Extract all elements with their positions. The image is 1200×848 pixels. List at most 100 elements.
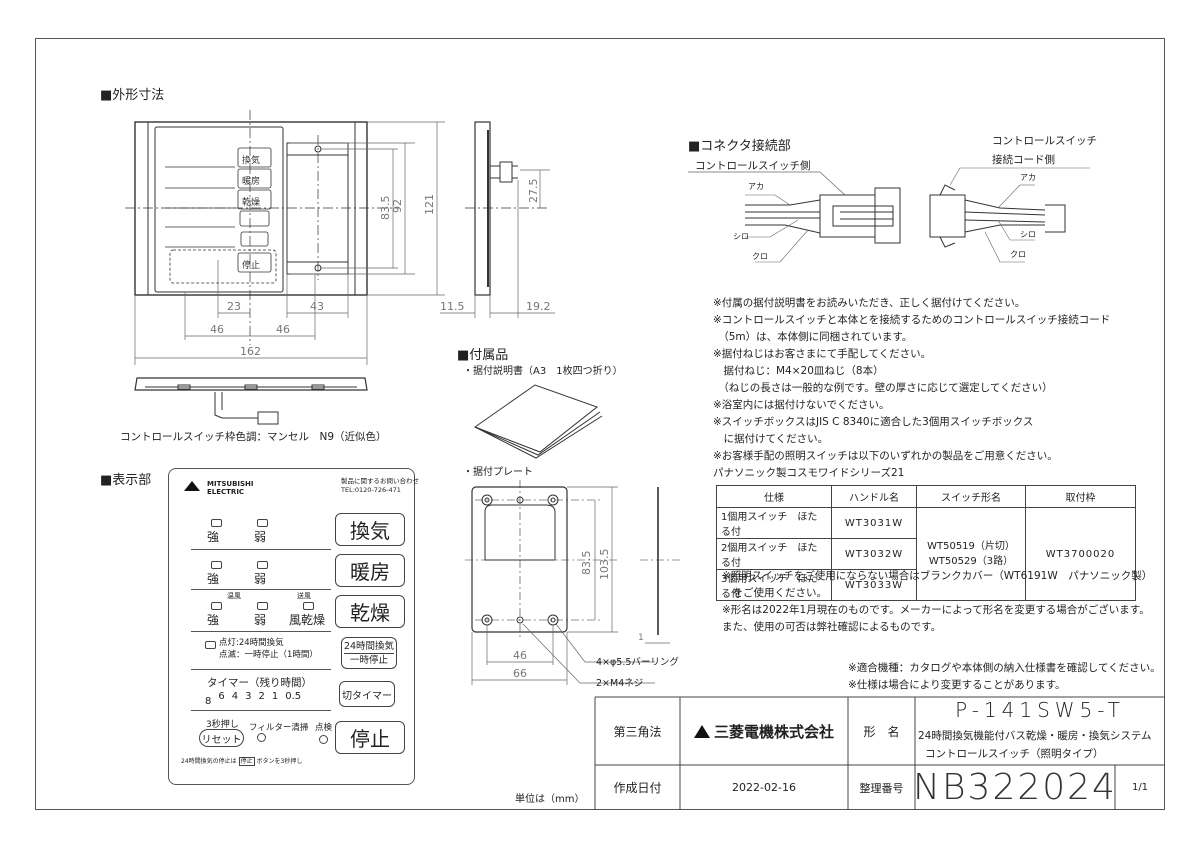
dim-27-5: 27.5 xyxy=(527,179,540,204)
wire-black-left: クロ xyxy=(752,252,768,261)
dim-121: 121 xyxy=(423,194,436,215)
hold-3s-label: 3秒押し xyxy=(206,720,239,730)
label-weak: 弱 xyxy=(254,613,267,627)
label-strong: 強 xyxy=(207,572,220,586)
label-wind-dry: 風乾燥 xyxy=(289,613,326,627)
cord-side-label: コントロールスイッチ接続コード側 xyxy=(992,135,1097,166)
filter-clean-label: フィルター清掃 xyxy=(249,723,309,733)
number-label: 整理番号 xyxy=(859,781,904,795)
heading-display: ■表示部 xyxy=(100,473,152,488)
led-dry-strong xyxy=(211,602,222,610)
color-note: コントロールスイッチ枠色調：マンセル N9（近似色） xyxy=(120,431,387,443)
led-heating-strong xyxy=(211,561,222,569)
led-wind-dry xyxy=(303,602,314,610)
dim-46-left: 46 xyxy=(210,323,224,336)
timer-hour: 8 xyxy=(205,696,212,707)
led-heating-weak xyxy=(257,561,268,569)
notes-2: ※照明スイッチをご使用にならない場合はブランクカバー（WT6191W パナソニッ… xyxy=(722,570,1153,633)
manual-icon xyxy=(473,384,599,453)
label-strong: 強 xyxy=(207,530,220,544)
wire-white-right: シロ xyxy=(1020,230,1036,239)
company-logo: 三菱電機株式会社 xyxy=(680,697,848,765)
wire-white-left: シロ xyxy=(733,232,749,241)
bottom-view xyxy=(134,377,368,391)
heading-connector: ■コネクタ接続部 xyxy=(688,139,791,154)
led-ventilation-strong xyxy=(211,519,222,527)
product-name-1: 24時間換気機能付バス乾燥・暖房・換気システム xyxy=(918,730,1152,742)
notes: ※付属の据付説明書をお読みいただき、正しく据付けてください。※コントロールスイッ… xyxy=(713,297,1111,479)
timer-hour: 6 xyxy=(218,691,225,702)
plate-dim-103-5: 103.5 xyxy=(598,549,611,581)
wire-black-right: クロ xyxy=(1010,250,1026,259)
screw-label: 2×M4ネジ xyxy=(596,678,643,689)
blink-label: 点検 xyxy=(315,723,333,733)
dry-button[interactable]: 乾燥 xyxy=(335,595,405,628)
date-label: 作成日付 xyxy=(613,781,662,795)
heading-accessories: ■付属品 xyxy=(457,348,509,363)
reset-button[interactable]: リセット xyxy=(199,729,244,747)
col-spec: 仕様 xyxy=(716,485,832,508)
plate-dim-1: 1 xyxy=(638,633,644,643)
dim-43: 43 xyxy=(310,300,324,313)
24h-legend: 点灯:24時間換気点滅：一時停止（1時間） xyxy=(219,638,318,660)
wire-red-left: アカ xyxy=(748,182,764,191)
mounting-plate xyxy=(471,486,568,633)
plate-dim-83-5: 83.5 xyxy=(580,551,593,576)
burring-label: 4×φ5.5バーリング xyxy=(596,656,679,668)
notes-3: ※適合機種：カタログや本体側の納入仕様書を確認してください。※仕様は場合により変… xyxy=(848,662,1161,691)
plate-label: ・据付プレート xyxy=(463,467,533,478)
filter-led-icon xyxy=(257,733,266,742)
plate-dim-66: 66 xyxy=(513,667,527,680)
timer-hour: 0.5 xyxy=(285,691,302,702)
heating-button[interactable]: 暖房 xyxy=(335,554,405,587)
dim-83-5: 83.5 xyxy=(379,196,392,221)
dim-162: 162 xyxy=(240,345,261,358)
wire-red-right: アカ xyxy=(1020,173,1036,182)
dim-11-5: 11.5 xyxy=(440,300,465,313)
col-handle: ハンドル名 xyxy=(831,485,917,508)
side-connector xyxy=(499,161,513,183)
label-weak: 弱 xyxy=(254,572,267,586)
mitsubishi-logo-icon xyxy=(184,481,200,491)
dim-92: 92 xyxy=(391,199,404,213)
ventilation-button[interactable]: 換気 xyxy=(335,513,405,546)
label-strong: 強 xyxy=(207,613,220,627)
model-label: 形 名 xyxy=(863,724,900,739)
dim-19-2: 19.2 xyxy=(526,300,551,313)
heading-outline: ■外形寸法 xyxy=(100,88,165,103)
projection-method: 第三角法 xyxy=(613,724,662,739)
off-timer-button[interactable]: 切タイマー xyxy=(339,681,395,707)
creation-date: 2022-02-16 xyxy=(732,781,796,794)
plate-dim-46: 46 xyxy=(513,649,527,662)
sheet-number: 1/1 xyxy=(1131,782,1149,793)
svg-text:乾燥: 乾燥 xyxy=(242,196,260,208)
label-blow-air: 送風 xyxy=(297,592,311,600)
svg-text:換気: 換気 xyxy=(242,154,260,166)
front-view-outline xyxy=(134,121,368,296)
manual-label: ・据付説明書（A3 1枚四つ折り） xyxy=(463,366,623,377)
stop-button[interactable]: 停止 xyxy=(335,721,405,754)
led-dry-weak xyxy=(257,602,268,610)
timer-leds: 8 6 4 3 2 1 0.5 xyxy=(205,691,301,707)
col-frame: 取付枠 xyxy=(1025,485,1136,508)
inspect-led-icon xyxy=(319,735,328,744)
svg-text:停止: 停止 xyxy=(242,259,260,271)
dim-46-right: 46 xyxy=(276,323,290,336)
24h-pause-button[interactable]: 24時間換気一時停止 xyxy=(341,637,397,669)
sheet-border xyxy=(35,38,1165,810)
led-24h xyxy=(205,641,216,649)
model-number: P-141SW5-T xyxy=(955,698,1125,722)
label-warm-air: 温風 xyxy=(227,592,241,600)
front-panel xyxy=(154,126,284,293)
col-switch-model: スイッチ形名 xyxy=(916,485,1026,508)
timer-hour: 1 xyxy=(271,691,279,702)
switch-side-label: コントロールスイッチ側 xyxy=(695,160,811,172)
